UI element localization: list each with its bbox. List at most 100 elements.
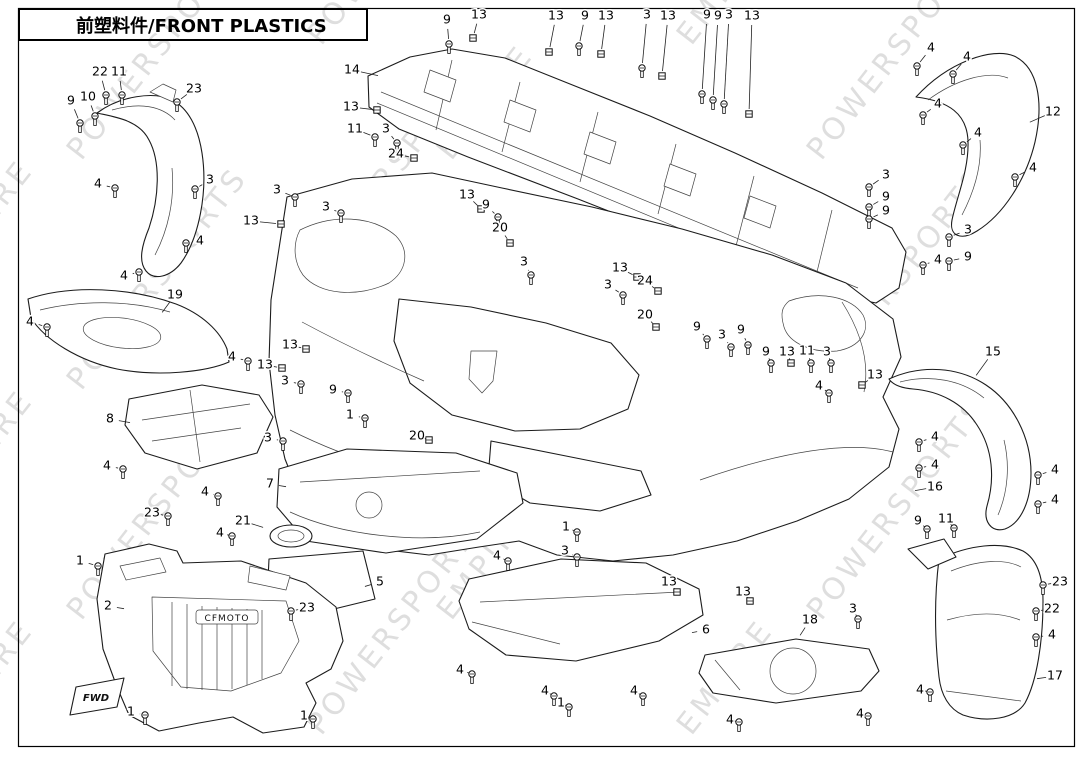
- callout-label-11: 11: [347, 121, 363, 136]
- callout-leader: [334, 209, 337, 212]
- callout-label-4: 4: [974, 125, 982, 140]
- fastener-icon: [745, 110, 753, 118]
- fastener-icon: [371, 133, 379, 147]
- fastener-icon: [393, 139, 401, 153]
- callout-leader: [1036, 676, 1047, 680]
- fastener-icon: [945, 233, 953, 247]
- fastener-icon: [228, 532, 236, 546]
- fastener-icon: [807, 359, 815, 373]
- callout-label-4: 4: [201, 484, 209, 499]
- fastener-icon: [344, 389, 352, 403]
- callout-label-4: 4: [216, 525, 224, 540]
- fastener-icon: [703, 335, 711, 349]
- callout-label-11: 11: [111, 64, 127, 79]
- fastener-icon: [864, 712, 872, 726]
- callout-leader: [504, 235, 508, 240]
- callout-label-4: 4: [456, 662, 464, 677]
- fastener-icon: [278, 364, 286, 372]
- callout-label-13: 13: [867, 367, 883, 382]
- callout-label-1: 1: [300, 708, 308, 723]
- callout-leader: [1047, 583, 1052, 585]
- fastener-icon: [727, 343, 735, 357]
- part-6-right-side-panel: [458, 558, 704, 662]
- callout-label-8: 8: [106, 411, 114, 426]
- callout-label-9: 9: [737, 322, 745, 337]
- callout-label-6: 6: [702, 622, 710, 637]
- fastener-icon: [633, 273, 641, 281]
- callout-leader: [251, 523, 264, 528]
- fastener-icon: [654, 287, 662, 295]
- fastener-icon: [597, 50, 605, 58]
- callout-leader: [615, 289, 620, 293]
- fastener-icon: [1034, 471, 1042, 485]
- fastener-icon: [182, 239, 190, 253]
- fastener-icon: [639, 692, 647, 706]
- callout-leader: [74, 109, 79, 119]
- callout-label-4: 4: [931, 429, 939, 444]
- fastener-icon: [959, 141, 967, 155]
- callout-label-13: 13: [744, 8, 760, 23]
- callout-label-10: 10: [80, 89, 96, 104]
- callout-label-13: 13: [598, 8, 614, 23]
- callout-label-4: 4: [120, 268, 128, 283]
- part-7-hood-cover: [276, 448, 524, 554]
- callout-leader: [691, 631, 698, 634]
- callout-leader: [712, 24, 718, 96]
- bumper-logo: CFMOTO: [205, 614, 250, 624]
- callout-label-5: 5: [376, 574, 384, 589]
- callout-label-9: 9: [714, 8, 722, 23]
- callout-leader: [240, 358, 244, 361]
- callout-leader: [492, 211, 495, 214]
- fastener-icon: [302, 345, 310, 353]
- callout-leader: [1042, 501, 1047, 504]
- fastener-icon: [469, 34, 477, 42]
- fastener-icon: [244, 357, 252, 371]
- callout-label-4: 4: [630, 683, 638, 698]
- callout-label-13: 13: [471, 7, 487, 22]
- fastener-icon: [735, 718, 743, 732]
- fastener-icon: [787, 359, 795, 367]
- fastener-icon: [709, 96, 717, 110]
- fastener-icon: [915, 464, 923, 478]
- callout-label-4: 4: [963, 49, 971, 64]
- callout-label-3: 3: [964, 222, 972, 237]
- fastener-icon: [506, 239, 514, 247]
- callout-label-4: 4: [815, 378, 823, 393]
- callout-label-1: 1: [346, 407, 354, 422]
- callout-label-21: 21: [235, 513, 251, 528]
- fastener-icon: [1011, 173, 1019, 187]
- callout-label-13: 13: [282, 337, 298, 352]
- callout-label-23: 23: [1052, 574, 1068, 589]
- fastener-icon: [827, 359, 835, 373]
- callout-leader: [1042, 472, 1047, 474]
- callout-label-9: 9: [964, 249, 972, 264]
- part-15-right-fender-trim: [888, 368, 1032, 531]
- fastener-icon: [297, 380, 305, 394]
- fastener-icon: [191, 185, 199, 199]
- callout-label-3: 3: [725, 7, 733, 22]
- fastener-icon: [410, 154, 418, 162]
- fastener-icon: [858, 381, 866, 389]
- callout-label-24: 24: [388, 146, 404, 161]
- fastener-icon: [744, 341, 752, 355]
- callout-leader: [914, 488, 927, 492]
- callout-label-4: 4: [934, 252, 942, 267]
- callout-label-17: 17: [1047, 668, 1063, 683]
- callout-leader: [118, 420, 131, 424]
- callout-label-18: 18: [802, 612, 818, 627]
- fastener-icon: [361, 414, 369, 428]
- callout-leader: [364, 584, 372, 587]
- callout-label-4: 4: [26, 314, 34, 329]
- callout-leader: [799, 627, 806, 636]
- fastener-icon: [118, 91, 126, 105]
- fastener-icon: [767, 359, 775, 373]
- fastener-icon: [373, 106, 381, 114]
- part-19-left-fender-trim: [27, 289, 230, 374]
- fastener-icon: [287, 607, 295, 621]
- part-bracket-right: [907, 538, 957, 570]
- page-border: [17, 7, 1076, 748]
- callout-leader: [273, 366, 278, 368]
- callout-label-7: 7: [266, 476, 274, 491]
- callout-label-3: 3: [264, 430, 272, 445]
